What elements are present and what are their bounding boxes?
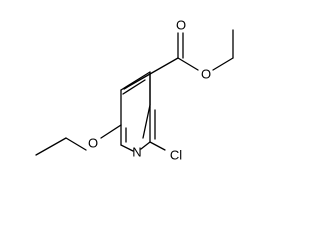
bond-ring-to-chlorine [149,141,166,151]
ring-bond-c4-c5-inner [122,79,146,95]
bond-ester-o-to-ch2 [212,57,234,71]
bond-carbonyl-to-ester-o [177,57,199,71]
ring-edge-top-right [123,73,151,90]
ester-oxygen-label: O [201,67,211,82]
chloro-group [149,141,166,151]
ethoxy-group [35,124,122,156]
molecule-drawing: O O O N Cl [35,18,234,163]
bond-ether-o-to-ch2 [65,137,87,151]
bond-ring-to-carbonyl [149,57,179,75]
pyridine-ring [120,71,156,152]
bond-ch2-to-ch3-ethoxy [35,137,67,156]
carbonyl-oxygen-label: O [176,18,186,33]
ring-nitrogen-label: N [132,145,141,160]
ether-oxygen-label: O [88,136,98,151]
pyridine-ring-outline [123,73,151,139]
ring-bond-n-c2 [140,141,151,150]
chlorine-label: Cl [170,148,182,163]
ester-group [149,29,234,75]
bond-ring-to-ether-o [100,124,122,139]
structure-canvas: O O O N Cl [35,17,234,163]
ring-bond-c6-c1b [120,144,134,152]
ring-edge-bottom-right [142,104,151,139]
ring-bond-c4-c5 [120,71,151,91]
